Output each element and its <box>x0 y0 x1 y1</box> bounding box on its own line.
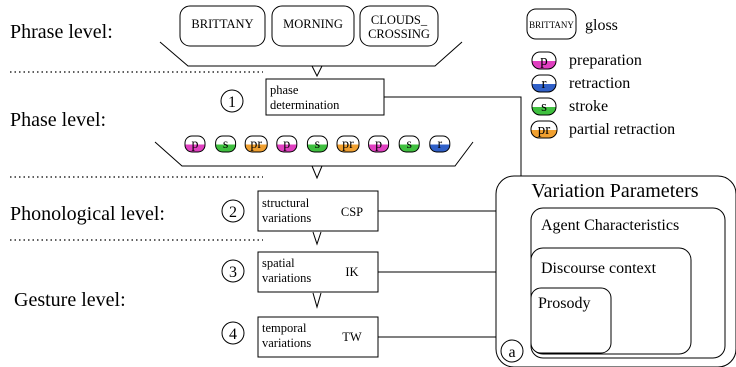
gloss-box-1: BRITTANY <box>179 5 266 47</box>
step-3-line1: spatial <box>262 256 295 270</box>
gloss-text-1: BRITTANY <box>191 17 253 31</box>
phase-pill-label: p <box>375 137 382 152</box>
phase-pill-p: p <box>276 135 298 153</box>
legend-symbol: r <box>542 76 547 92</box>
step-3: 3 spatial variations IK <box>221 251 379 293</box>
phase-pill-label: pr <box>342 137 354 152</box>
gloss-box-3: CLOUDS_CROSSING <box>359 5 439 47</box>
phase-pill-label: pr <box>250 137 262 152</box>
badge-a-circle <box>500 339 524 363</box>
legend-gloss-box <box>526 8 577 40</box>
phase-pill-label: r <box>437 137 442 152</box>
step-4: 4 temporal variations TW <box>221 316 379 358</box>
phase-pill-label: p <box>283 137 290 152</box>
phase-sequence: p s pr p s pr p s r <box>184 135 451 153</box>
phonological-level-label: Phonological level: <box>10 203 165 225</box>
phase-pill-label: s <box>223 137 228 152</box>
step-2-number: 2 <box>229 204 237 221</box>
phase-pill-p: p <box>184 135 206 153</box>
legend-gloss-label: gloss <box>585 17 618 34</box>
phrase-level-label: Phrase level: <box>10 21 113 43</box>
step-2-line2: variations <box>262 211 311 225</box>
step-1: 1 phase determination <box>220 78 385 116</box>
phase-pill-label: s <box>406 137 411 152</box>
variation-parameters-title: Variation Parameters <box>531 180 698 202</box>
legend-label: preparation <box>569 52 642 69</box>
step-1-circle <box>220 89 244 113</box>
arrow-step3-to-step4 <box>312 292 322 309</box>
step-1-line1: phase <box>270 83 299 97</box>
gloss-box-2: MORNING <box>271 5 355 47</box>
legend-item-preparation: p preparation <box>531 51 642 70</box>
arrow-phase-to-step2 <box>311 165 323 180</box>
legend-symbol: pr <box>538 122 551 138</box>
phase-pill-s: s <box>306 135 328 153</box>
phase-pill-label: s <box>315 137 320 152</box>
connector-step1 <box>384 96 522 176</box>
phase-pill-p: p <box>368 135 390 153</box>
legend-label: stroke <box>569 98 608 115</box>
legend-gloss-box-text: BRITTANY <box>529 20 574 30</box>
prosody-label: Prosody <box>538 295 590 312</box>
phase-pill-s: s <box>215 135 237 153</box>
step-3-tag: IK <box>345 265 358 279</box>
step-1-line2: determination <box>270 98 340 112</box>
arrow-step2-to-step3 <box>312 231 322 246</box>
step-4-circle <box>221 321 245 345</box>
step-2: 2 structural variations CSP <box>221 190 379 232</box>
step-1-number: 1 <box>228 94 236 111</box>
step-2-line1: structural <box>262 196 310 210</box>
variation-parameters-panel: Variation Parameters Agent Characteristi… <box>495 175 736 367</box>
phase-pill-pr: pr <box>244 135 268 153</box>
legend-symbol: p <box>540 53 548 69</box>
phase-pill-s: s <box>398 135 420 153</box>
gesture-level-label: Gesture level: <box>14 289 126 311</box>
gloss-text-2: MORNING <box>283 17 343 31</box>
phase-pill-label: p <box>192 137 199 152</box>
phase-pill-r: r <box>429 135 451 153</box>
step-2-circle <box>221 199 245 223</box>
step-4-number: 4 <box>229 326 237 343</box>
phase-bracket <box>154 141 474 167</box>
step-4-tag: TW <box>342 330 362 344</box>
legend-item-stroke: s stroke <box>531 97 608 116</box>
agent-characteristics-label: Agent Characteristics <box>541 217 679 234</box>
phrase-bracket <box>159 41 463 67</box>
step-3-circle <box>221 259 245 283</box>
phase-pill-pr: pr <box>336 135 360 153</box>
badge-a-label: a <box>508 344 515 361</box>
gloss-text-3: CLOUDS_CROSSING <box>368 13 430 41</box>
phase-level-label: Phase level: <box>10 109 106 131</box>
discourse-context-label: Discourse context <box>541 260 657 277</box>
prosody-box <box>530 287 612 354</box>
legend-item-partial-retraction: pr partial retraction <box>530 120 675 139</box>
legend-label: retraction <box>569 75 630 92</box>
step-3-number: 3 <box>229 264 237 281</box>
step-2-tag: CSP <box>341 205 363 219</box>
step-4-line1: temporal <box>262 321 307 335</box>
legend-item-retraction: r retraction <box>531 74 630 93</box>
step-3-line2: variations <box>262 271 311 285</box>
legend-symbol: s <box>541 99 547 115</box>
arrow-phrase-to-step1 <box>311 65 323 78</box>
step-4-line2: variations <box>262 336 311 350</box>
legend-label: partial retraction <box>569 121 675 138</box>
